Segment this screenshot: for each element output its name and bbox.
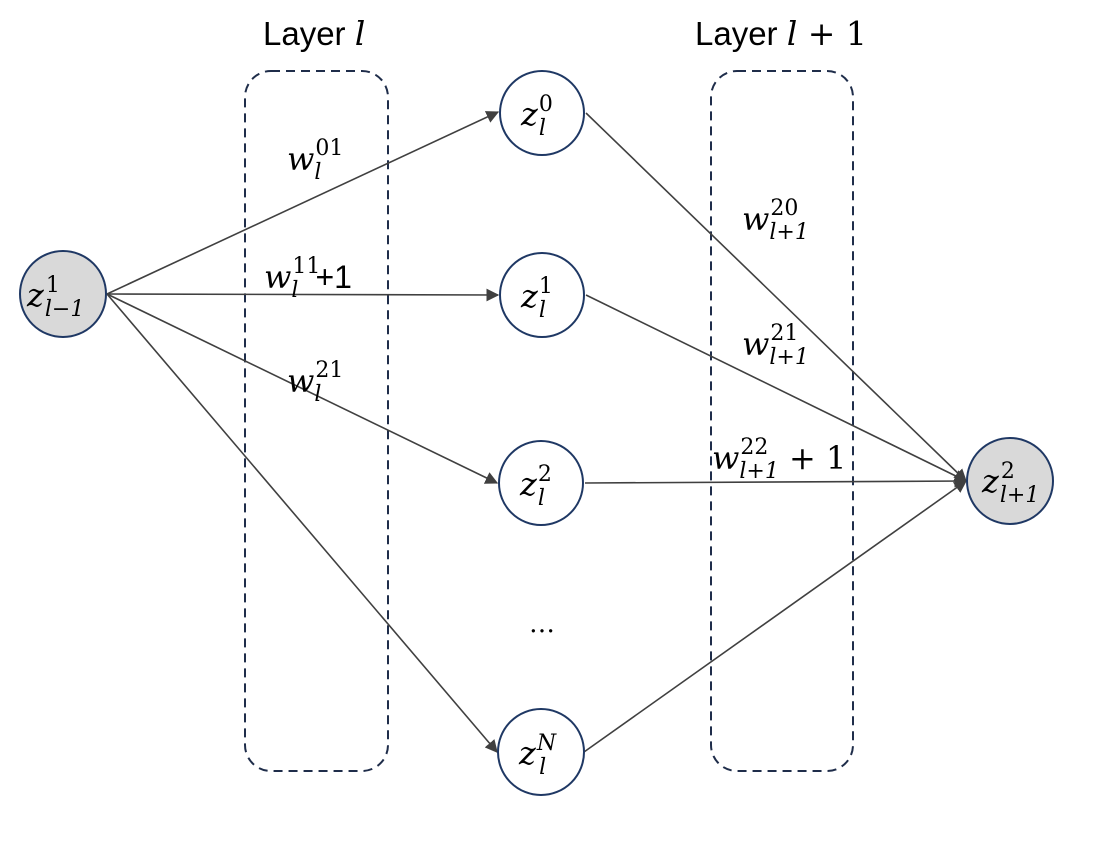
layer-l-box — [244, 70, 389, 772]
layer-l-plus-1-box — [710, 70, 854, 772]
edge-input-hidden0 — [106, 111, 500, 295]
edge-hidden2-output — [584, 474, 968, 488]
node-circle — [19, 250, 107, 338]
edge-input-hidden1 — [106, 288, 500, 302]
edge-hidden0-output — [585, 112, 967, 482]
node-circle — [498, 440, 584, 526]
layer-l-plus-1-title: Layer l + 1 — [695, 14, 867, 53]
node-circle — [499, 70, 585, 156]
node-circle — [497, 708, 585, 796]
node-circle — [966, 437, 1054, 525]
edge-hidden1-output — [585, 294, 968, 482]
edge-input-hiddenN — [106, 293, 498, 753]
node-circle — [499, 252, 585, 338]
ellipsis: … — [529, 609, 555, 639]
edge-input-hidden2 — [106, 293, 499, 484]
layer-l-title: Layer l — [263, 14, 365, 53]
edge-hiddenN-output — [583, 480, 968, 753]
edges — [106, 111, 968, 753]
